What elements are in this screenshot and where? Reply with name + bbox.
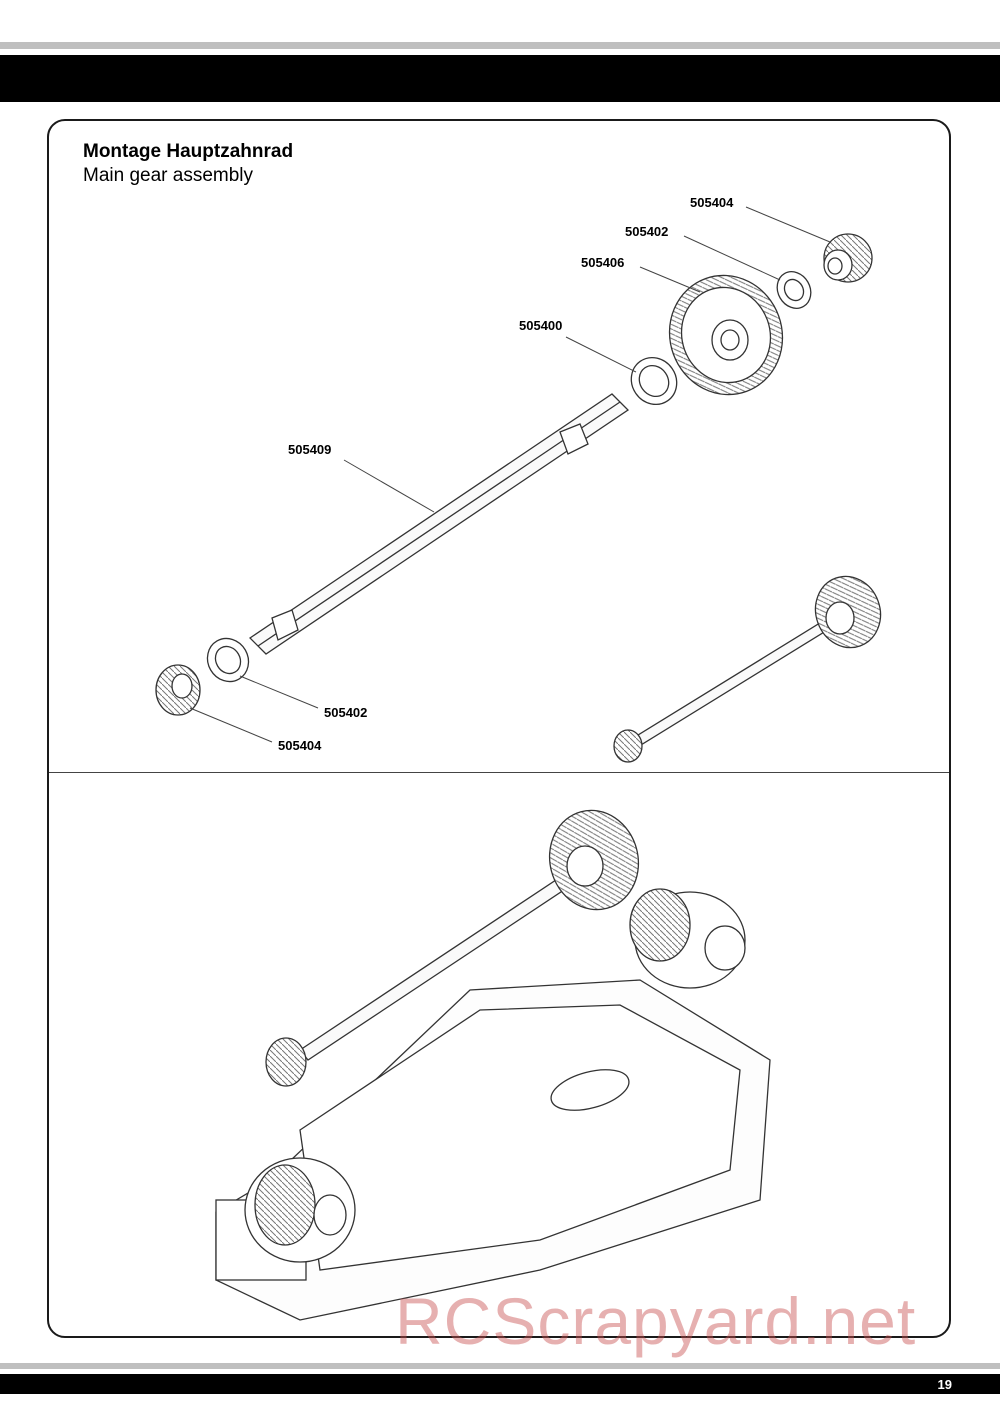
footer-bar xyxy=(0,1374,1000,1394)
assembly-panel: Montage Hauptzahnrad Main gear assembly xyxy=(47,119,951,1338)
panel-divider xyxy=(49,772,949,773)
part-label-505404-top: 505404 xyxy=(690,195,734,210)
exploded-view xyxy=(155,233,882,763)
pinion-505404-top xyxy=(823,233,873,283)
section-subtitle: Main gear assembly xyxy=(83,165,254,186)
assembled-shaft-preview xyxy=(613,575,882,763)
watermark: RCScrapyard.net xyxy=(395,1284,917,1358)
header-bar xyxy=(0,55,1000,102)
pinion-505404-bottom xyxy=(155,664,201,716)
bearing-505400 xyxy=(630,356,678,406)
top-grey-rule xyxy=(0,42,1000,49)
chassis-view xyxy=(215,809,771,1321)
bearing-505402-bottom xyxy=(206,637,250,683)
bottom-grey-rule xyxy=(0,1363,1000,1369)
section-title: Montage Hauptzahnrad xyxy=(83,141,294,162)
part-label-505404-bottom: 505404 xyxy=(278,738,322,753)
part-label-505409: 505409 xyxy=(288,442,331,457)
part-label-505400: 505400 xyxy=(519,318,562,333)
part-label-505406: 505406 xyxy=(581,255,624,270)
page-number: 19 xyxy=(937,1377,952,1392)
main-gear-505406 xyxy=(668,274,784,396)
front-diff xyxy=(215,1157,356,1281)
bearing-505402-top xyxy=(776,271,812,309)
main-shaft xyxy=(248,393,630,655)
part-label-505402-bottom: 505402 xyxy=(324,705,367,720)
part-label-505402-top: 505402 xyxy=(625,224,668,239)
leader-lines xyxy=(189,206,831,743)
installed-shaft xyxy=(265,809,640,1087)
rear-diff xyxy=(629,888,746,989)
